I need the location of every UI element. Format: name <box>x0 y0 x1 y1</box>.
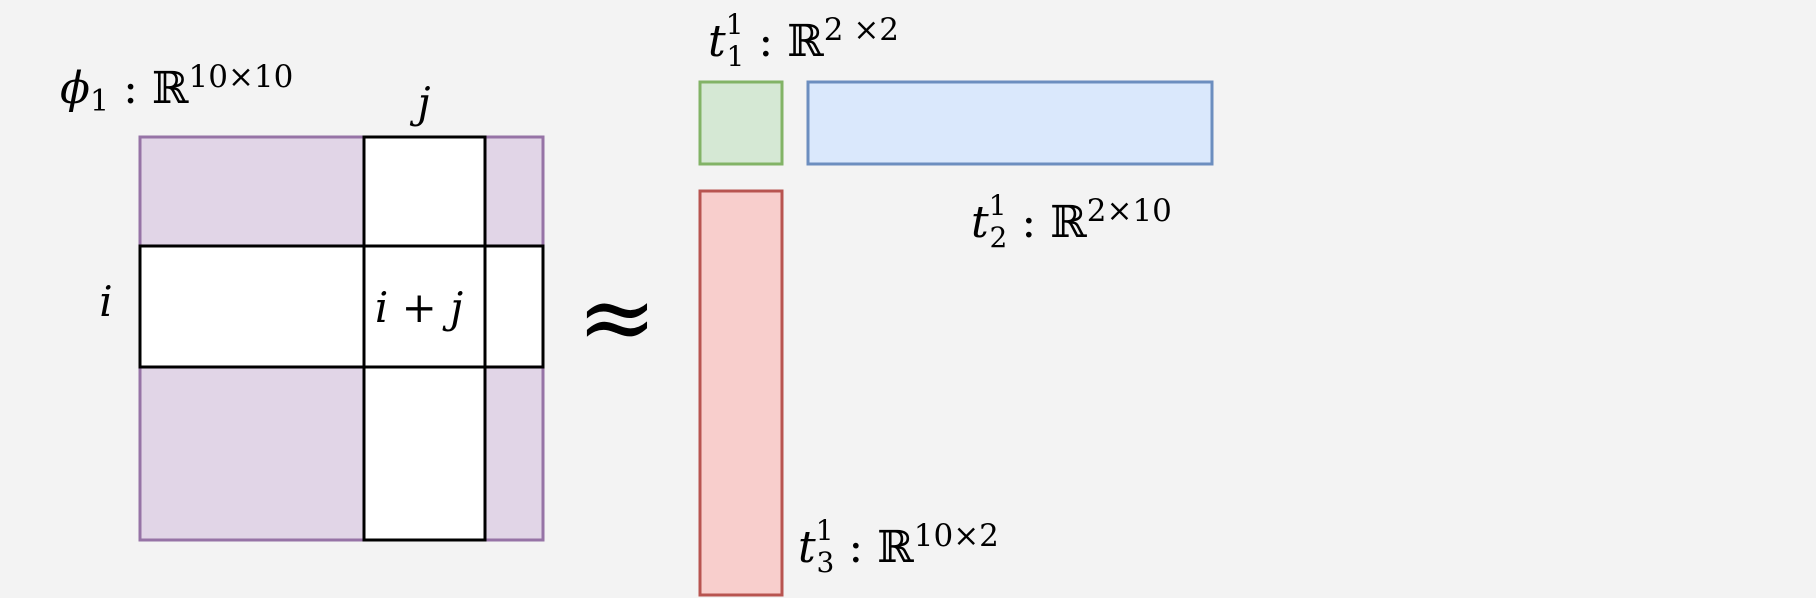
factor-t2-colon: : <box>1021 197 1036 248</box>
matrix-title: ϕ1: ℝ10×10 <box>60 59 293 119</box>
matrix-colon: : <box>123 63 138 114</box>
matrix-field: ℝ <box>152 63 189 114</box>
factor-t3-superscript: 1 <box>816 514 834 547</box>
factor-t1-colon: : <box>758 16 773 67</box>
factor-t2-field: ℝ <box>1050 197 1087 248</box>
row-i-strip <box>138 244 545 369</box>
factor-t1-field: ℝ <box>787 16 824 67</box>
matrix-symbol: ϕ <box>60 63 90 114</box>
approx-symbol: ≈ <box>577 261 657 373</box>
row-label-i: i <box>99 277 112 326</box>
factor-t1-block <box>698 80 784 166</box>
factor-t1-subscript: 1 <box>727 40 745 73</box>
matrix-dims: 10×10 <box>189 59 294 95</box>
factor-t3-subscript: 3 <box>817 546 835 579</box>
factor-t2-superscript: 1 <box>989 189 1007 222</box>
factor-t2-dims: 2×10 <box>1087 193 1172 229</box>
factor-t3-field: ℝ <box>877 522 914 573</box>
factor-t1-dims: 2 ×2 <box>824 12 899 48</box>
factor-t3-block <box>698 189 784 597</box>
matrix-symbol-subscript: 1 <box>90 84 109 119</box>
phi-matrix <box>138 135 545 542</box>
col-label-j: j <box>409 78 430 127</box>
factor-t2-block <box>806 80 1214 166</box>
factor-t1-symbol: t <box>708 16 726 67</box>
factor-t3-dims: 10×2 <box>914 518 999 554</box>
factor-t2-subscript: 2 <box>990 221 1008 254</box>
factor-t3-symbol: t <box>798 522 816 573</box>
cell-label-i-plus-j: i + j <box>375 283 463 332</box>
factor-t2-symbol: t <box>971 197 989 248</box>
factor-t1-superscript: 1 <box>726 8 744 41</box>
factor-t3-colon: : <box>848 522 863 573</box>
